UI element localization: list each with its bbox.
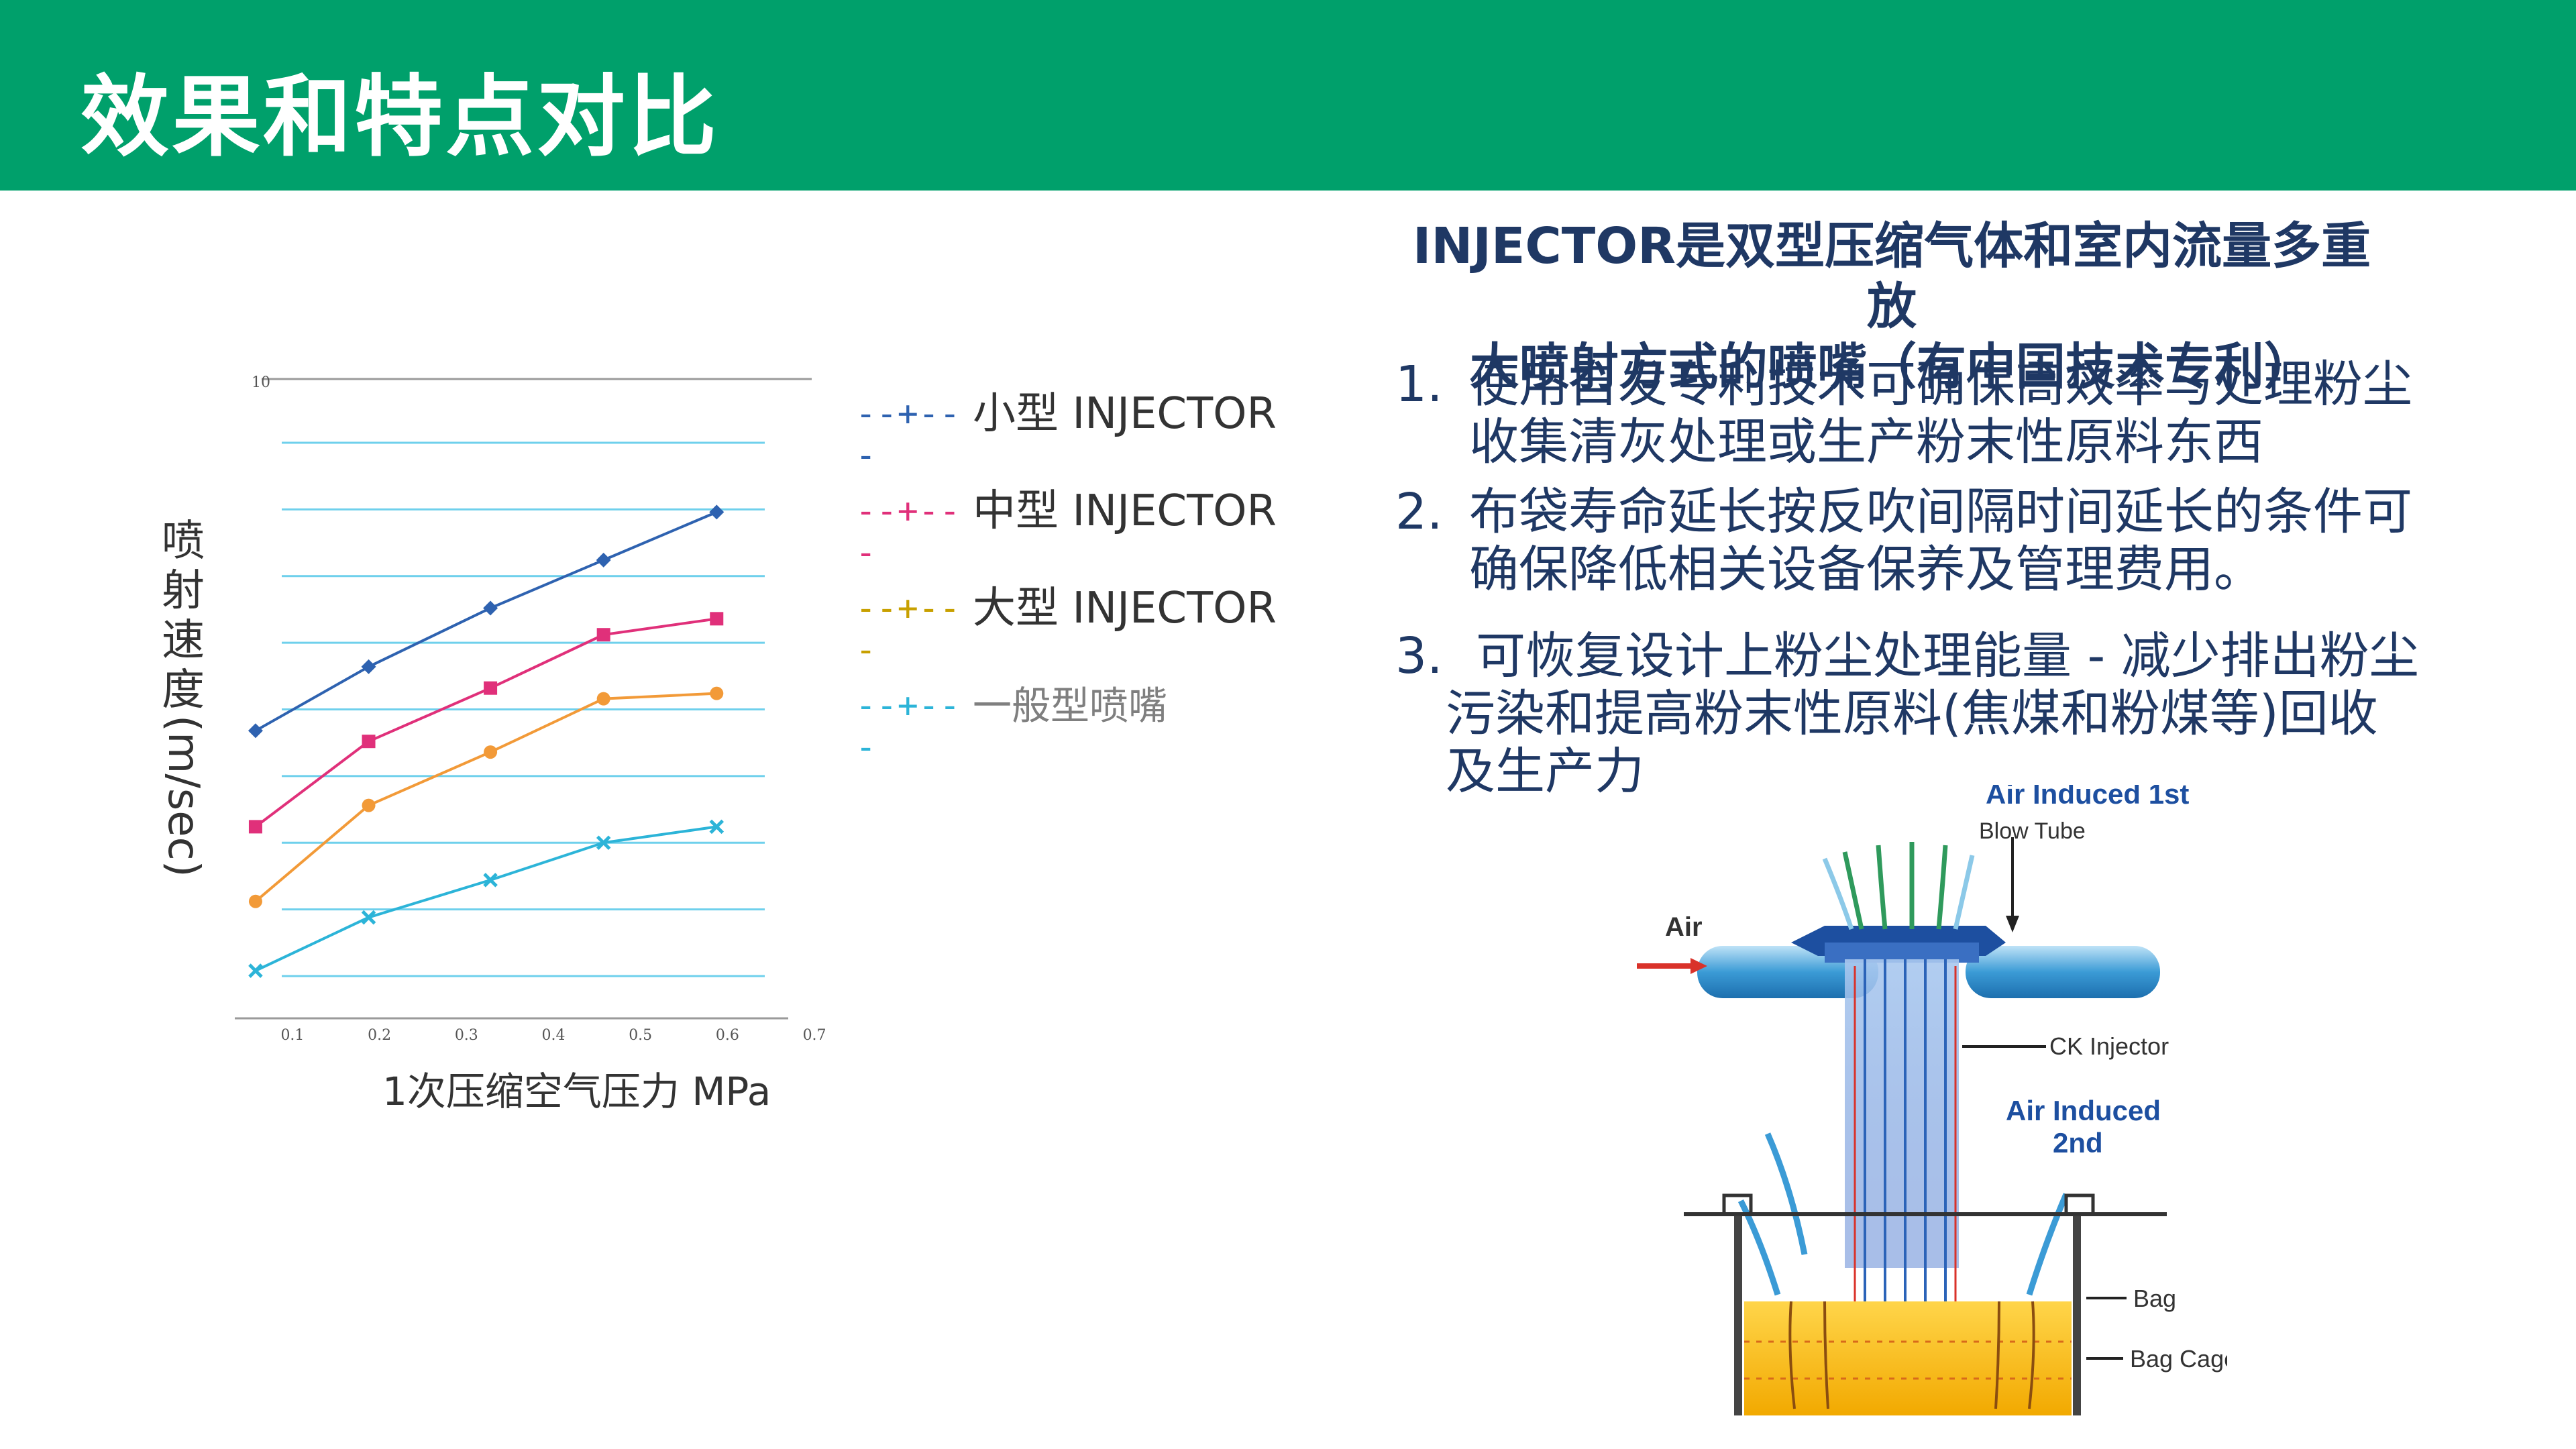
label-pointers	[1962, 837, 2127, 1360]
induced-air-1st-light	[1822, 855, 1975, 930]
feature-text-3a: 可恢复设计上粉尘处理能量 - 减少排出粉尘	[1476, 627, 2419, 685]
chart-grid	[282, 441, 765, 977]
blow-tube-right	[1966, 946, 2160, 998]
legend-item-small: --+-- - 小型 INJECTOR	[855, 389, 1325, 486]
feature-text-1a: 使用自发专利技术可确保高效率与处理粉尘	[1469, 356, 2412, 413]
series-1-point	[710, 612, 724, 626]
legend-item-large: --+-- - 大型 INJECTOR	[855, 584, 1325, 681]
series-2-point	[362, 798, 376, 812]
header-bar: 效果和特点对比	[0, 0, 2576, 191]
label-air-induced-1st: Air Induced 1st	[1986, 785, 2189, 810]
label-air: Air	[1665, 912, 1703, 942]
legend-label-general: 一般型喷嘴	[973, 683, 1168, 729]
series-1-point	[362, 735, 376, 749]
x-tick-label: 0.1	[280, 1027, 304, 1044]
legend-label-medium: 中型 INJECTOR	[973, 486, 1277, 536]
series-3-point	[361, 910, 376, 925]
feature-text-2b: 确保降低相关设备保养及管理费用。	[1469, 541, 2263, 598]
legend-marker-small: --+-- -	[855, 394, 961, 476]
injector-diagram: Air Induced 1st Blow Tube Air CK Injecto…	[1637, 785, 2227, 1415]
chart-ticks: 10 0.1 0.2 0.3 0.4 0.5 0.6 0.7	[252, 374, 826, 1044]
legend-item-medium: --+-- - 中型 INJECTOR	[855, 486, 1325, 584]
y-axis-label-unit: (m/sec)	[158, 715, 208, 877]
x-tick-label: 0.2	[368, 1027, 391, 1044]
legend-marker-general: --+-- -	[855, 686, 961, 767]
x-tick-label: 0.7	[803, 1027, 826, 1044]
induced-air-1st-arrows	[1842, 842, 1948, 930]
label-bag: Bag	[2133, 1285, 2176, 1312]
series-2-point	[484, 745, 498, 759]
series-1-point	[596, 628, 610, 642]
induced-air-2nd-arrows	[1737, 1132, 2070, 1296]
x-axis-label: 1次压缩空气压力 MPa	[382, 1069, 771, 1114]
series-1-point	[248, 820, 262, 834]
legend-label-small: 小型 INJECTOR	[973, 389, 1277, 439]
series-line-2	[254, 692, 717, 903]
x-tick-label: 0.5	[629, 1027, 652, 1044]
x-tick-label: 0.3	[455, 1027, 478, 1044]
bag-wall-left	[1734, 1214, 1742, 1415]
series-0-point	[596, 552, 611, 568]
page-title: 效果和特点对比	[80, 66, 719, 169]
label-blow-tube: Blow Tube	[1979, 818, 2086, 844]
feature-text-2a: 布袋寿命延长按反吹间隔时间延长的条件可	[1469, 483, 2412, 541]
feature-text-1b: 收集清灰处理或生产粉末性原料东西	[1469, 413, 2263, 471]
series-0-point	[248, 723, 263, 739]
feature-number-2: 2.	[1395, 483, 1443, 541]
chart-legend: --+-- - 小型 INJECTOR --+-- - 中型 INJECTOR …	[855, 389, 1325, 778]
bag-flow-arrows	[1788, 1301, 2035, 1409]
flange-bolt-left	[1722, 1193, 1753, 1216]
injector-description-title: INJECTOR是双型压缩气体和室内流量多重放 大喷射方式的喷嘴（有中国技术专利…	[1395, 216, 2388, 397]
series-line-3	[255, 825, 717, 972]
flange-bolt-right	[2064, 1193, 2095, 1216]
label-ck-injector: CK Injector	[2049, 1032, 2169, 1060]
series-1-point	[484, 681, 498, 695]
filter-bag	[1744, 1301, 2072, 1415]
bag-wall-right	[2073, 1214, 2081, 1415]
blow-tube-pointer-head	[2006, 916, 2019, 932]
title-line-2: 大喷射方式的喷嘴（有中国技术专利）	[1470, 338, 2314, 396]
label-air-induced-2nd: Air Induced	[2006, 1095, 2161, 1126]
series-2-point	[596, 692, 610, 706]
feature-number-1: 1.	[1395, 356, 1443, 413]
feature-item-3: 3. 可恢复设计上粉尘处理能量 - 减少排出粉尘 污染和提高粉末性原料(焦煤和粉…	[1395, 627, 2442, 800]
legend-marker-large: --+-- -	[855, 588, 961, 670]
label-2nd: 2nd	[2053, 1127, 2103, 1159]
feature-text-3c: 及生产力	[1446, 743, 1644, 800]
x-tick-label: 0.6	[716, 1027, 739, 1044]
series-3-point	[596, 835, 611, 851]
label-bag-cage: Bag Cage	[2130, 1345, 2227, 1373]
title-line-1: INJECTOR是双型压缩气体和室内流量多重放	[1412, 217, 2371, 335]
legend-marker-medium: --+-- -	[855, 491, 961, 573]
y-axis-label-cjk: 喷射速度	[162, 517, 205, 715]
series-0-point	[709, 504, 724, 520]
series-line-1	[254, 617, 717, 828]
feature-list: 1. 使用自发专利技术可确保高效率与处理粉尘 收集清灰处理或生产粉末性原料东西 …	[1395, 356, 2442, 800]
feature-item-1: 1. 使用自发专利技术可确保高效率与处理粉尘 收集清灰处理或生产粉末性原料东西	[1395, 356, 2442, 483]
series-2-point	[710, 686, 724, 700]
legend-label-large: 大型 INJECTOR	[973, 584, 1277, 633]
series-0-point	[483, 600, 498, 616]
legend-item-general: --+-- - 一般型喷嘴	[855, 681, 1325, 778]
y-axis-label: 喷射速度 (m/sec)	[153, 517, 213, 877]
series-3-point	[248, 963, 263, 978]
chart-axes	[235, 378, 812, 1020]
ck-injector-body	[1845, 959, 1959, 1268]
feature-item-2: 2. 布袋寿命延长按反吹间隔时间延长的条件可 确保降低相关设备保养及管理费用。	[1395, 483, 2442, 627]
air-arrow-head	[1690, 958, 1707, 974]
series-3-point	[483, 873, 498, 888]
series-3-point	[709, 819, 724, 835]
series-0-point	[361, 659, 376, 674]
feature-number-3: 3.	[1395, 627, 1443, 685]
y-top-tick-label: 10	[252, 374, 270, 391]
series-2-point	[248, 894, 262, 908]
x-tick-label: 0.4	[542, 1027, 566, 1044]
chart-series	[248, 504, 724, 978]
feature-text-3b: 污染和提高粉末性原料(焦煤和粉煤等)回收	[1446, 685, 2378, 743]
